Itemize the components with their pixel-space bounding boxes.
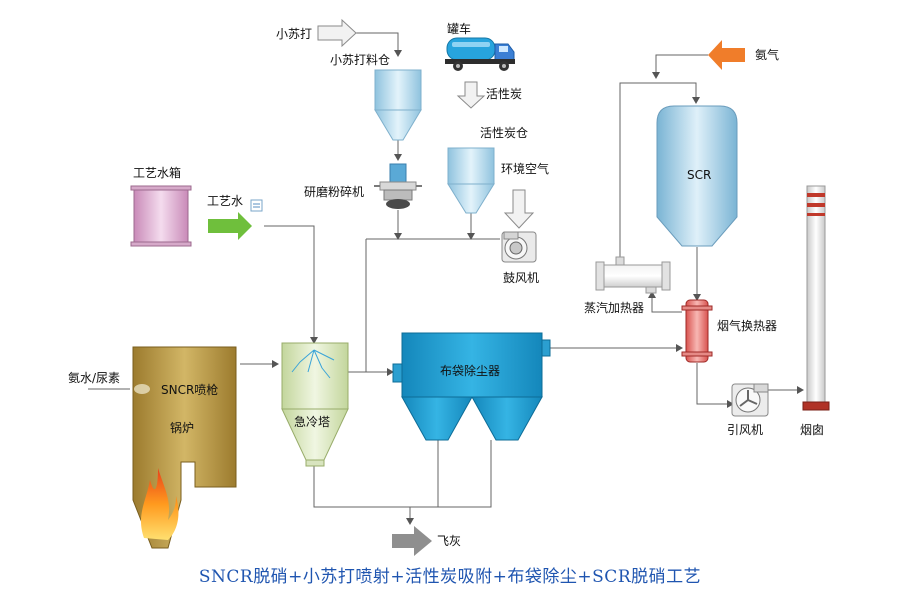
- label-bicarb-silo: 小苏打料仓: [330, 53, 390, 67]
- bicarb-silo: [374, 69, 422, 141]
- label-quench-tower: 急冷塔: [294, 414, 330, 429]
- label-ammonia-gas: 氨气: [755, 47, 779, 62]
- bag-filter: [392, 332, 551, 441]
- scr-reactor: [656, 105, 738, 247]
- water-valve-icon: [250, 199, 263, 212]
- process-water-arrow: [208, 212, 252, 240]
- label-bag-filter: 布袋除尘器: [440, 363, 500, 378]
- chimney: [802, 185, 830, 411]
- label-chimney: 烟囱: [800, 423, 824, 437]
- label-sncr-gun: SNCR喷枪: [161, 382, 218, 397]
- blower-fan-icon: [501, 231, 537, 263]
- bicarb-input-arrow: [317, 18, 357, 48]
- label-carbon-silo: 活性炭仓: [480, 126, 528, 140]
- label-scr: SCR: [687, 168, 711, 182]
- carbon-silo: [447, 147, 495, 214]
- boiler: [132, 346, 237, 549]
- line-bicarb-to-silo: [356, 32, 402, 57]
- label-ammonia-urea: 氨水/尿素: [68, 371, 120, 385]
- label-steam-heater: 蒸汽加热器: [584, 300, 644, 315]
- grinder-machine-icon: [374, 163, 422, 209]
- steam-heater: [595, 256, 671, 294]
- line-water-to-quench: [264, 225, 318, 344]
- tanker-truck-icon: [445, 37, 515, 71]
- ambient-air-arrow: [503, 189, 535, 229]
- ammonia-gas-arrow: [708, 40, 745, 70]
- line-collector-to-bagfilter: [365, 239, 394, 376]
- label-blower: 鼓风机: [503, 271, 539, 285]
- label-ambient-air: 环境空气: [501, 161, 549, 176]
- label-sodium-bicarb: 小苏打: [276, 27, 312, 41]
- line-ash-quench: [313, 465, 410, 508]
- id-fan-icon: [731, 383, 769, 417]
- line-ash-hopper2: [410, 440, 492, 508]
- label-fly-ash: 飞灰: [437, 534, 461, 548]
- label-id-fan: 引风机: [727, 423, 763, 437]
- carbon-down-arrow: [456, 81, 486, 109]
- label-grinder: 研磨粉碎机: [304, 184, 364, 199]
- diagram-title: SNCR脱硝+小苏打喷射+活性炭吸附+布袋除尘+SCR脱硝工艺: [198, 567, 702, 587]
- spray-lines: [291, 349, 335, 379]
- line-hx-to-fan: [696, 363, 734, 408]
- flue-gas-heat-exchanger: [681, 299, 713, 363]
- process-water-tank: [130, 185, 192, 247]
- label-flue-gas-exchanger: 烟气换热器: [717, 318, 777, 333]
- line-hx-to-steam: [648, 291, 682, 313]
- label-boiler: 锅炉: [170, 420, 194, 435]
- piping: [88, 32, 804, 525]
- label-activated-carbon: 活性炭: [486, 87, 522, 101]
- label-process-water: 工艺水: [207, 194, 243, 208]
- quench-tower: [281, 342, 349, 467]
- line-steam-to-scr: [619, 82, 700, 258]
- label-tanker: 罐车: [447, 21, 471, 36]
- line-ammonia-to-scr: [652, 54, 708, 79]
- label-process-water-tank: 工艺水箱: [133, 165, 181, 180]
- flame-icon: [140, 468, 179, 540]
- fly-ash-arrow: [392, 526, 432, 556]
